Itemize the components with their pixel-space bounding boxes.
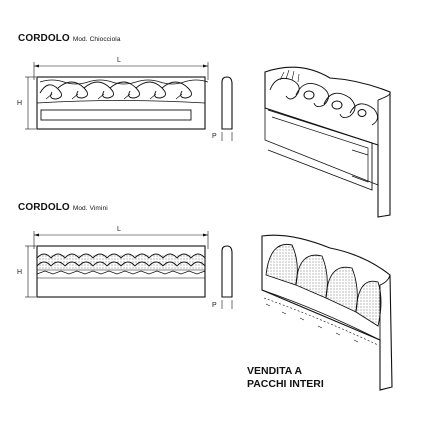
product-name: CORDOLO bbox=[18, 202, 70, 213]
height-label: H bbox=[17, 100, 23, 107]
length-label: L bbox=[117, 226, 121, 233]
sale-note-line1: VENDITA A bbox=[247, 365, 303, 377]
chiocciola-front-view bbox=[25, 62, 209, 130]
vimini-perspective-view bbox=[261, 234, 393, 391]
product-model: Mod. Chiocciola bbox=[72, 36, 121, 43]
vimini-front-view bbox=[25, 231, 209, 298]
chiocciola-side-view bbox=[221, 76, 233, 141]
sale-note-line2: PACCHI INTERI bbox=[247, 378, 324, 390]
length-label: L bbox=[117, 57, 121, 64]
chiocciola-perspective-view bbox=[264, 66, 391, 218]
product-model: Mod. Vimini bbox=[72, 205, 108, 212]
sale-note: VENDITA A PACCHI INTERI bbox=[247, 365, 324, 391]
depth-label: P bbox=[212, 133, 217, 140]
depth-label: P bbox=[212, 302, 217, 309]
product-name: CORDOLO bbox=[18, 33, 70, 44]
vimini-side-view bbox=[221, 245, 233, 309]
height-label: H bbox=[17, 269, 23, 276]
